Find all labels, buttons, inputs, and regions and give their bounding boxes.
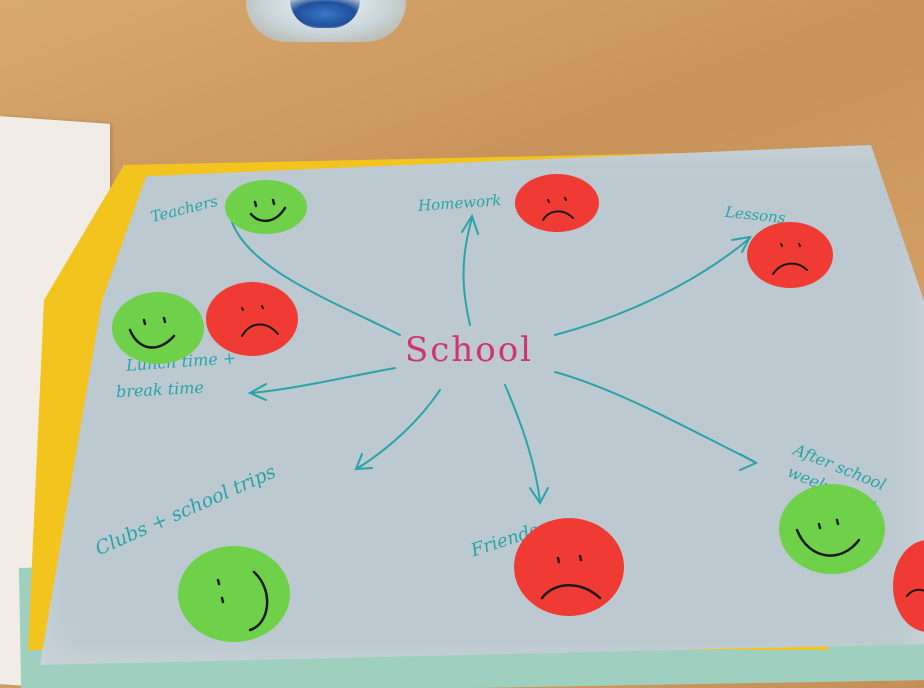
arrow-lessons (554, 237, 751, 336)
arrow-after (554, 371, 756, 463)
center-topic: School (405, 330, 534, 370)
sad-face-icon (515, 174, 599, 232)
sad-face-icon (747, 222, 833, 288)
arrow-clubs (357, 389, 441, 469)
sad-face-icon (206, 282, 298, 356)
sad-face-icon (514, 518, 624, 616)
arrow-teachers (231, 221, 401, 336)
happy-face-icon (779, 484, 885, 574)
arrow-homework (462, 217, 473, 326)
happy-face-icon (112, 292, 204, 364)
happy-face-icon (178, 546, 290, 642)
happy-face-icon (225, 180, 307, 234)
arrow-lunch (251, 367, 396, 394)
sad-face-icon (893, 540, 924, 632)
arrow-friends (504, 384, 541, 503)
